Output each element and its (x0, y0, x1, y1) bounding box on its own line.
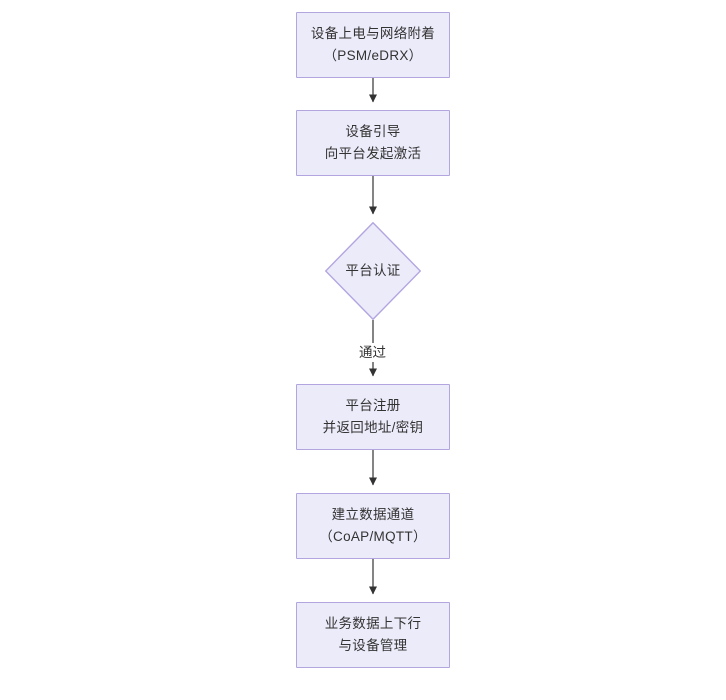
node-label: 平台注册 并返回地址/密钥 (322, 398, 424, 435)
node-platform-registration[interactable]: 平台注册 并返回地址/密钥 (296, 384, 450, 450)
node-service-data-and-device-management[interactable]: 业务数据上下行 与设备管理 (296, 602, 450, 668)
node-label: 建立数据通道 （CoAP/MQTT） (319, 507, 427, 544)
edge-label-pass: 通过 (356, 343, 389, 362)
diamond-icon (325, 222, 421, 320)
node-label: 设备引导 向平台发起激活 (324, 124, 422, 161)
node-power-on-network-attach[interactable]: 设备上电与网络附着 （PSM/eDRX） (296, 12, 450, 78)
node-label: 业务数据上下行 与设备管理 (324, 616, 422, 653)
node-label: 设备上电与网络附着 （PSM/eDRX） (310, 26, 436, 63)
node-establish-data-channel[interactable]: 建立数据通道 （CoAP/MQTT） (296, 493, 450, 559)
node-device-bootstrap-activation[interactable]: 设备引导 向平台发起激活 (296, 110, 450, 176)
node-platform-authentication-decision[interactable]: 平台认证 (325, 222, 421, 320)
node-label: 平台认证 (345, 263, 401, 278)
